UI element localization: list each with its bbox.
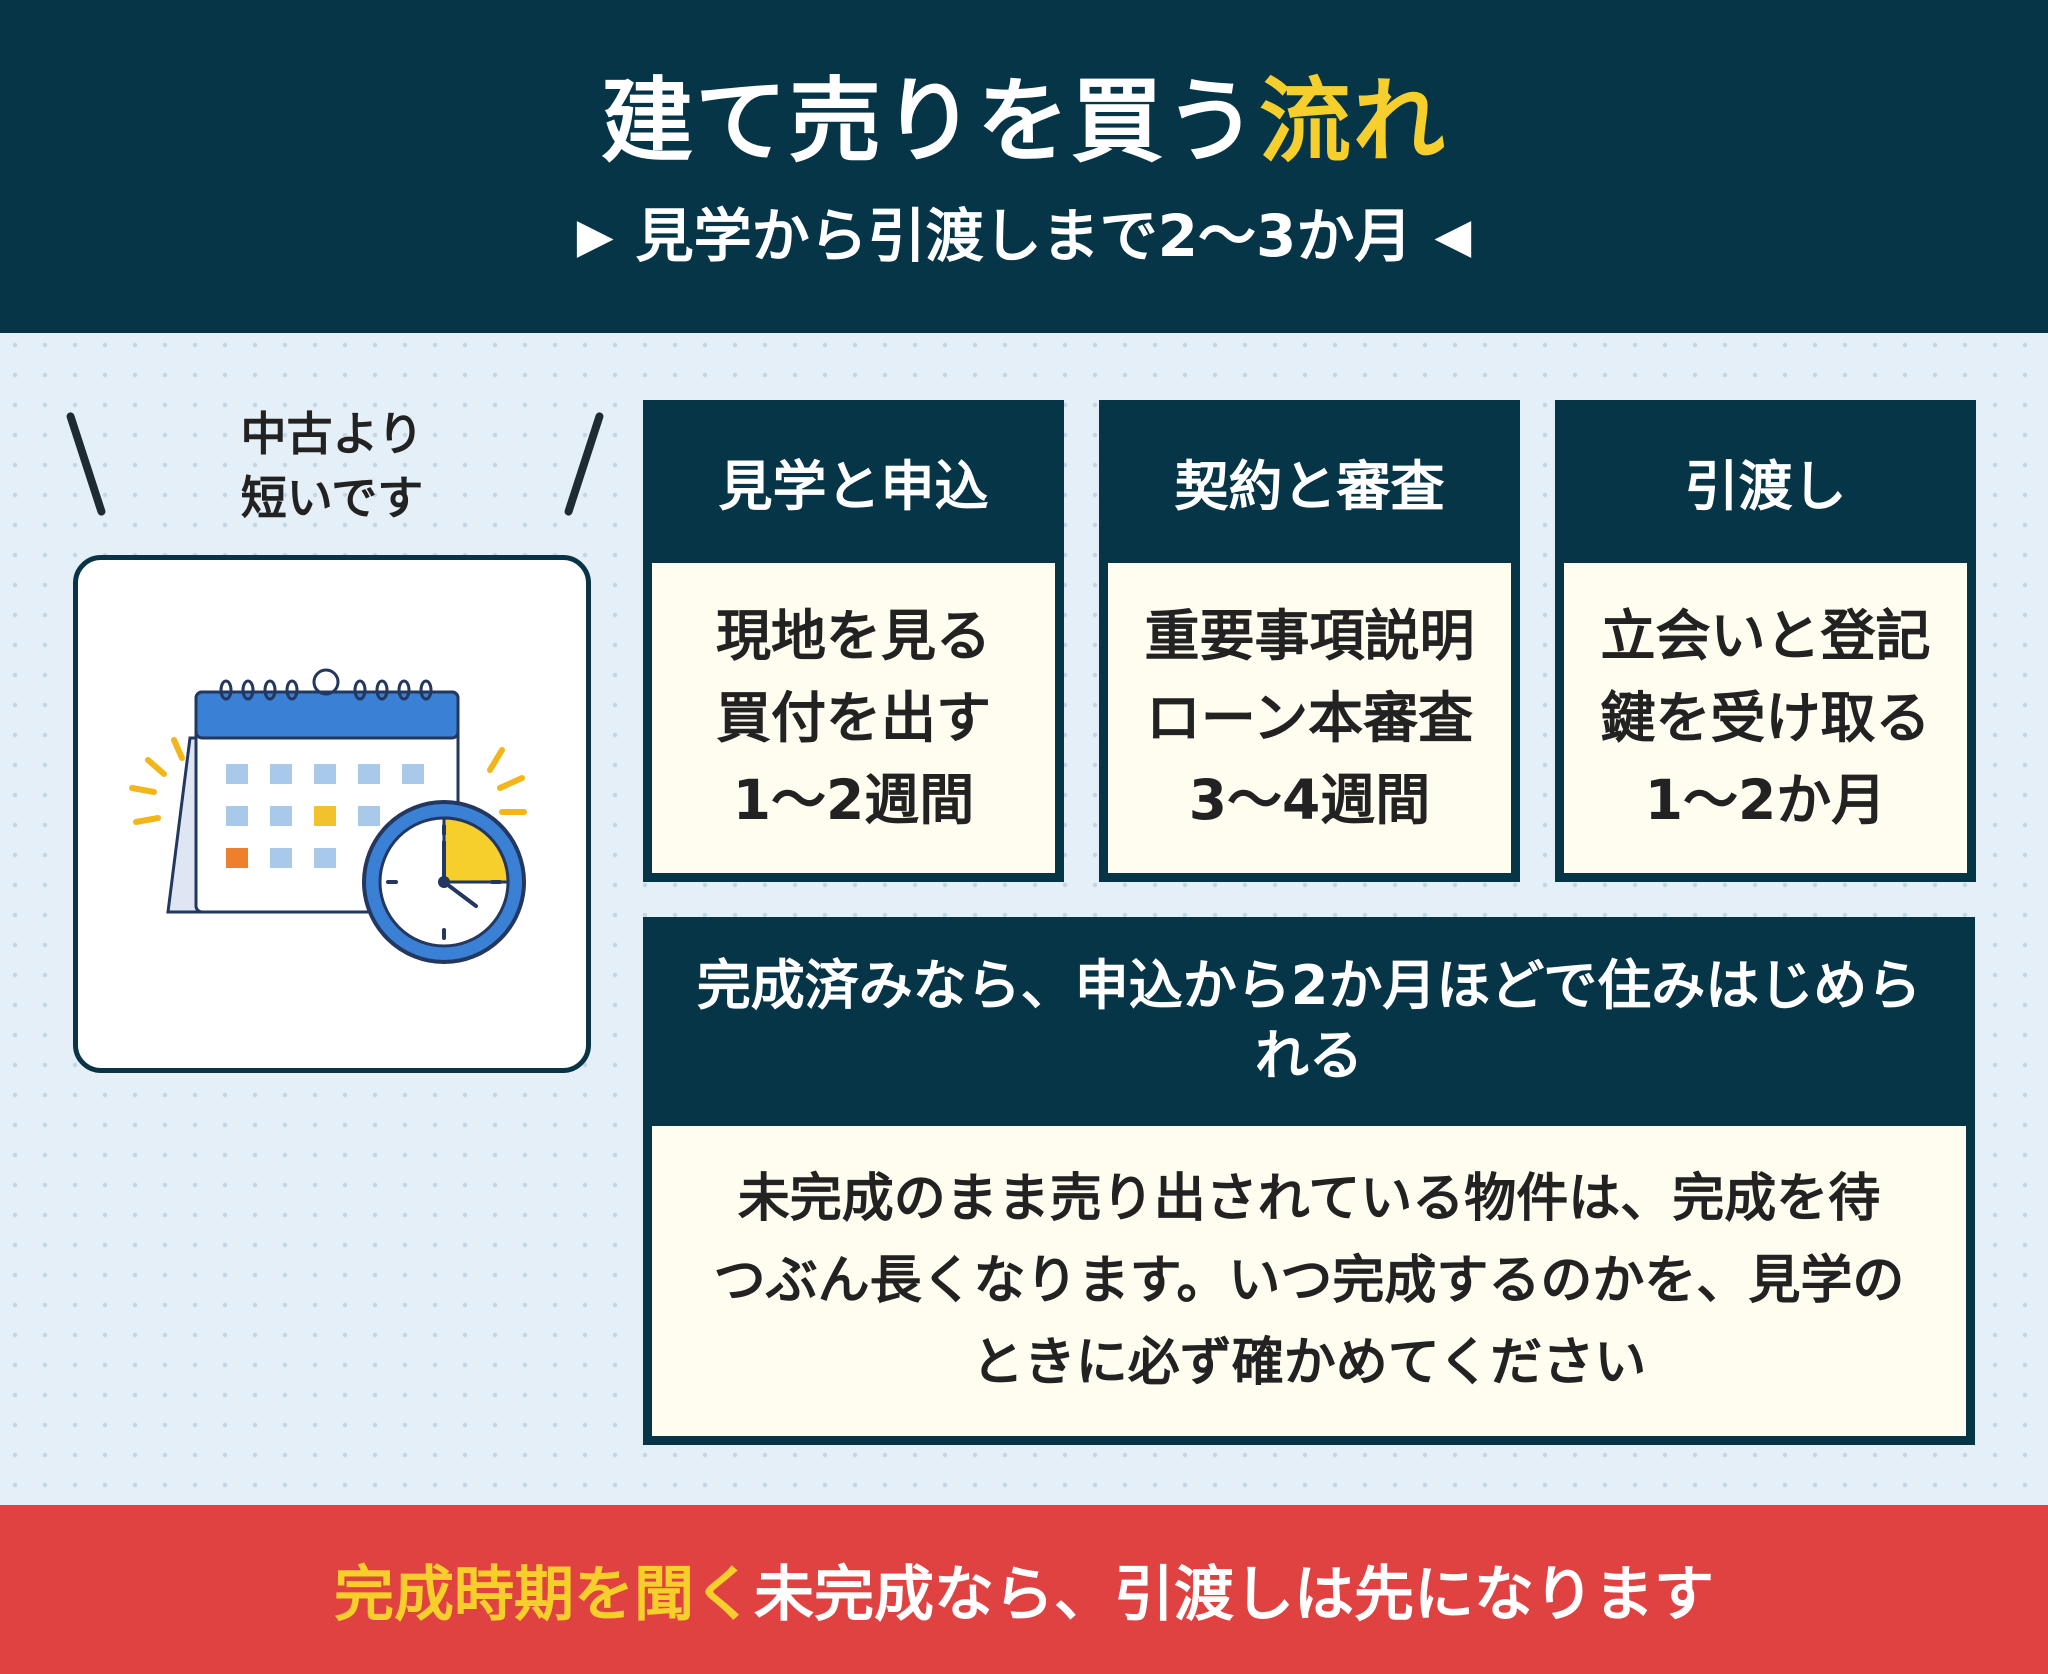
note-line-2: 短いです xyxy=(240,471,424,525)
footer-highlight: 完成時期を聞く xyxy=(334,1560,754,1630)
subtitle-text: 見学から引渡しまで2〜3か月 xyxy=(635,202,1413,270)
step-line: 買付を出す xyxy=(715,686,991,750)
step-line: 重要事項説明 xyxy=(1144,604,1475,668)
step-line: 現地を見る xyxy=(715,604,991,668)
shorter-than-used-note: 中古より 短いです xyxy=(52,402,612,532)
emphasis-line-right xyxy=(563,411,605,517)
step-card-viewing: 見学と申込 現地を見る 買付を出す 1〜2週間 xyxy=(643,400,1064,882)
illustration-card xyxy=(73,555,591,1073)
footer-text: 未完成なら、引渡しは先になります xyxy=(754,1560,1714,1630)
title-highlight: 流れ xyxy=(1259,68,1448,175)
step-duration: 3〜4週間 xyxy=(1188,768,1431,832)
step-body: 重要事項説明 ローン本審査 3〜4週間 xyxy=(1108,563,1511,873)
completion-note-box: 完成済みなら、申込から2か月ほどで住みはじめられる 未完成のまま売り出されている… xyxy=(643,917,1975,1445)
step-body: 現地を見る 買付を出す 1〜2週間 xyxy=(652,563,1055,873)
subtitle-right-marker: ◀ xyxy=(1434,208,1472,264)
note-title: 完成済みなら、申込から2か月ほどで住みはじめられる xyxy=(696,954,1922,1087)
step-line: 鍵を受け取る xyxy=(1600,686,1931,750)
footer-banner: 完成時期を聞く未完成なら、引渡しは先になります xyxy=(0,1505,2048,1674)
step-card-handover: 引渡し 立会いと登記 鍵を受け取る 1〜2か月 xyxy=(1555,400,1976,882)
page-title: 建て売りを買う流れ xyxy=(0,62,2048,182)
title-main: 建て売りを買う xyxy=(600,68,1259,175)
step-body: 立会いと登記 鍵を受け取る 1〜2か月 xyxy=(1564,563,1967,873)
step-line: 立会いと登記 xyxy=(1600,604,1931,668)
step-line: ローン本審査 xyxy=(1145,686,1474,750)
calendar-clock-icon xyxy=(129,668,527,964)
note-text: 中古より 短いです xyxy=(122,402,542,530)
step-duration: 1〜2週間 xyxy=(732,768,975,832)
step-title: 引渡し xyxy=(1684,454,1847,518)
emphasis-line-left xyxy=(65,411,107,517)
note-body: 未完成のまま売り出されている物件は、完成を待つぶん長くなります。いつ完成するのか… xyxy=(652,1126,1966,1436)
step-card-contract: 契約と審査 重要事項説明 ローン本審査 3〜4週間 xyxy=(1099,400,1520,882)
header-banner: 建て売りを買う流れ ▶ 見学から引渡しまで2〜3か月 ◀ xyxy=(0,0,2048,333)
step-title: 契約と審査 xyxy=(1174,454,1445,518)
subtitle-left-marker: ▶ xyxy=(576,208,614,264)
page-subtitle: ▶ 見学から引渡しまで2〜3か月 ◀ xyxy=(0,200,2048,272)
step-title: 見学と申込 xyxy=(718,454,989,518)
step-duration: 1〜2か月 xyxy=(1644,768,1887,832)
note-line-1: 中古より xyxy=(240,407,424,461)
